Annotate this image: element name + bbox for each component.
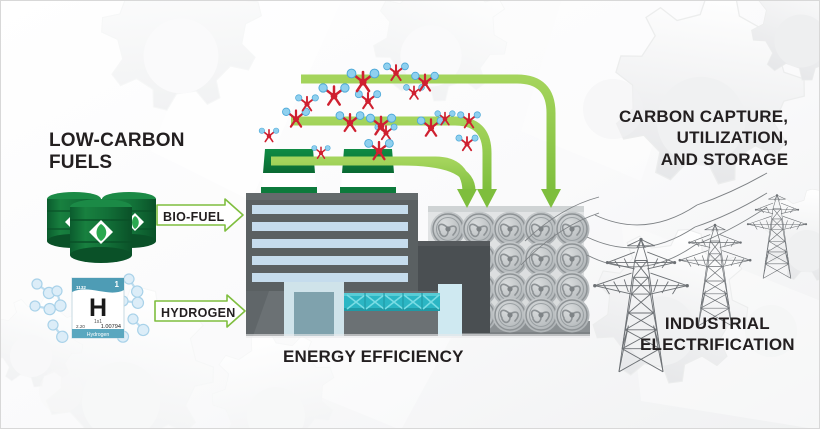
green-arrow-heads xyxy=(457,189,561,208)
svg-text:H: H xyxy=(89,294,107,322)
green-arrow-2 xyxy=(291,116,492,191)
svg-text:Hydrogen: Hydrogen xyxy=(87,332,110,338)
transmission-line-group xyxy=(520,172,808,373)
svg-text:2.20: 2.20 xyxy=(76,324,85,329)
factory-building xyxy=(246,193,590,338)
callout-arrow-hydrogen[interactable] xyxy=(154,294,246,328)
label-industrial-electrification: INDUSTRIAL ELECTRIFICATION xyxy=(640,314,795,355)
hydrogen-element-card: 1132 1 H 1s1 2.20 1.00794 Hydrogen xyxy=(71,277,125,339)
arrow-label-hydrogen[interactable]: HYDROGEN xyxy=(161,306,236,320)
svg-text:1132: 1132 xyxy=(76,285,86,290)
oil-barrel-group xyxy=(47,192,156,263)
svg-text:1s1: 1s1 xyxy=(94,319,102,325)
factory-entrance xyxy=(284,282,344,336)
label-carbon-capture-utilization-storage: CARBON CAPTURE, UTILIZATION, AND STORAGE xyxy=(619,107,789,169)
svg-text:1: 1 xyxy=(115,280,120,289)
svg-text:1.00794: 1.00794 xyxy=(101,324,121,330)
green-arrow-1 xyxy=(301,74,556,191)
facade-window-bands xyxy=(252,205,408,282)
label-energy-efficiency: ENERGY EFFICIENCY xyxy=(283,347,464,366)
callout-arrow-bio-fuel[interactable] xyxy=(156,198,244,232)
oil-barrel-icon xyxy=(70,199,132,263)
arrow-label-bio-fuel[interactable]: BIO-FUEL xyxy=(163,210,225,224)
label-low-carbon-fuels: LOW-CARBON FUELS xyxy=(49,130,185,174)
conveyor-truss-icon xyxy=(344,293,440,311)
